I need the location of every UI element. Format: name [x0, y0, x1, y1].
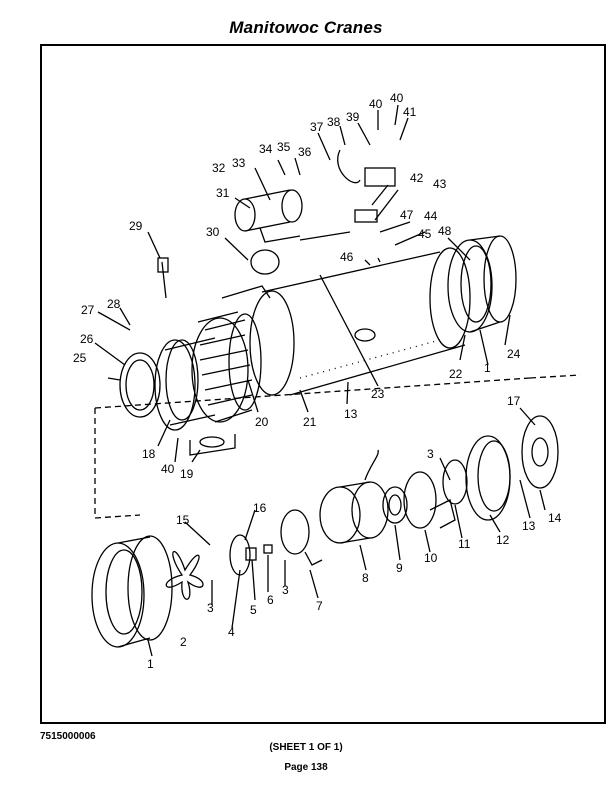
- callout-45: 45: [418, 227, 432, 241]
- callout-26: 26: [80, 332, 94, 346]
- fuel-line: [299, 231, 351, 241]
- callout-40: 40: [390, 91, 404, 105]
- housing-12: [465, 435, 511, 521]
- callout-37: 37: [310, 120, 324, 134]
- callout-14: 14: [548, 511, 562, 525]
- callout-41: 41: [403, 105, 417, 119]
- callout-38: 38: [327, 115, 341, 129]
- callout-16: 16: [253, 501, 267, 515]
- bracket-30: [221, 285, 271, 299]
- document-number: 7515000006: [40, 731, 96, 742]
- blower-housing: [91, 535, 173, 648]
- callout-4: 4: [228, 625, 235, 639]
- callout-6: 6: [267, 593, 274, 607]
- callout-13: 13: [522, 519, 536, 533]
- diagram-frame: [40, 44, 606, 724]
- diagram-linework: [91, 104, 581, 657]
- callout-24: 24: [507, 347, 521, 361]
- callout-3: 3: [427, 447, 434, 461]
- burner-fins: [191, 311, 262, 423]
- fan-blade: [165, 550, 204, 600]
- page-title: Manitowoc Cranes: [229, 18, 383, 37]
- callout-1: 1: [147, 657, 154, 671]
- gasket-ring: [119, 352, 161, 418]
- callout-42: 42: [410, 171, 424, 185]
- callout-44: 44: [424, 209, 438, 223]
- hub-4: [229, 534, 251, 576]
- page-number: Page 138: [284, 762, 328, 773]
- ring-11: [442, 459, 468, 505]
- callout-47: 47: [400, 208, 414, 222]
- callout-40: 40: [161, 462, 175, 476]
- motor-clamp: [280, 509, 310, 555]
- callout-17: 17: [507, 394, 521, 408]
- coupling-6: [263, 544, 273, 554]
- gasket-9: [382, 486, 408, 524]
- callout-33: 33: [232, 156, 246, 170]
- callout-23: 23: [371, 387, 385, 401]
- callout-31: 31: [216, 186, 230, 200]
- upper-end-cap: [447, 235, 517, 333]
- callout-2: 2: [180, 635, 187, 649]
- end-plate-14: [521, 415, 559, 489]
- callout-3: 3: [282, 583, 289, 597]
- callout-8: 8: [362, 571, 369, 585]
- callout-25: 25: [73, 351, 87, 365]
- key-5: [245, 547, 257, 561]
- callout-28: 28: [107, 297, 121, 311]
- callout-labels: 1 1 2 3 3 3 4 5 6 7 8 9 10 11 12 13 13 1…: [73, 91, 562, 671]
- callout-5: 5: [250, 603, 257, 617]
- callout-32: 32: [212, 161, 226, 175]
- blower-motor: [319, 449, 389, 544]
- callout-13: 13: [344, 407, 358, 421]
- sheet-label: (SHEET 1 OF 1): [269, 742, 343, 753]
- callout-20: 20: [255, 415, 269, 429]
- callout-19: 19: [180, 467, 194, 481]
- callout-15: 15: [176, 513, 190, 527]
- callout-10: 10: [424, 551, 438, 565]
- callout-7: 7: [316, 599, 323, 613]
- callout-35: 35: [277, 140, 291, 154]
- overheat-switch: [337, 149, 396, 223]
- callout-22: 22: [449, 367, 463, 381]
- heater-housing-tube: [249, 247, 471, 396]
- callout-43: 43: [433, 177, 447, 191]
- fuel-pump: [234, 189, 303, 243]
- glow-plug: [161, 261, 167, 299]
- callout-30: 30: [206, 225, 220, 239]
- callout-39: 39: [346, 110, 360, 124]
- exhaust-elbow: [189, 434, 236, 456]
- fan-motor-31: [250, 249, 280, 275]
- callout-27: 27: [81, 303, 95, 317]
- callout-3: 3: [207, 601, 214, 615]
- callout-21: 21: [303, 415, 317, 429]
- callout-48: 48: [438, 224, 452, 238]
- callout-18: 18: [142, 447, 156, 461]
- callout-46: 46: [340, 250, 354, 264]
- callout-34: 34: [259, 142, 273, 156]
- dashed-section-line: [94, 377, 531, 519]
- callout-9: 9: [396, 561, 403, 575]
- front-plate: [154, 337, 216, 431]
- callout-12: 12: [496, 533, 510, 547]
- callout-1: 1: [484, 361, 491, 375]
- air-intake: [403, 471, 437, 529]
- callout-36: 36: [298, 145, 312, 159]
- callout-29: 29: [129, 219, 143, 233]
- callout-40: 40: [369, 97, 383, 111]
- callout-11: 11: [458, 537, 471, 551]
